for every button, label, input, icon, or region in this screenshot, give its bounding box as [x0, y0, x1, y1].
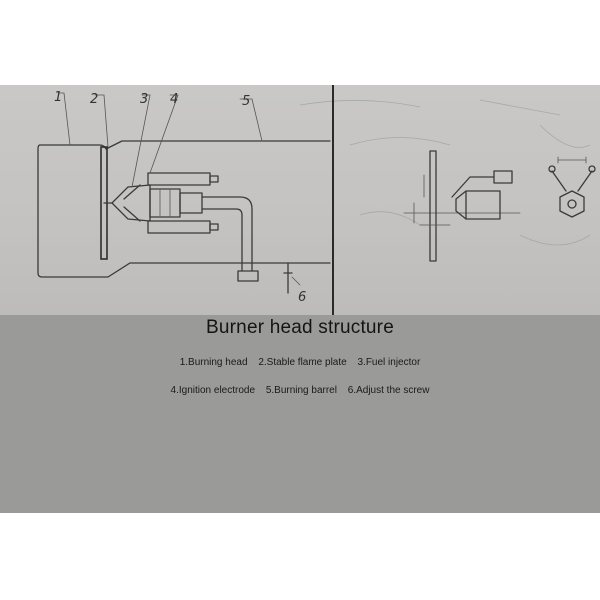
- callout-6: 6: [298, 290, 306, 305]
- legend-burning-head: 1.Burning head: [179, 357, 248, 368]
- technical-drawing: 1 2 3 4 5 6: [0, 85, 600, 315]
- callout-3: 3: [140, 92, 148, 107]
- legend-stable-flame-plate: 2.Stable flame plate: [258, 357, 347, 368]
- callout-leaders: [57, 92, 263, 188]
- callout-1: 1: [54, 90, 62, 105]
- legend-adjust-screw: 6.Adjust the screw: [347, 385, 430, 396]
- callout-4: 4: [170, 92, 178, 107]
- paper-bleed-through: [299, 99, 591, 246]
- detail-front-view: [548, 156, 596, 218]
- legend-row-2: 4.Ignition electrode 5.Burning barrel 6.…: [0, 385, 600, 396]
- callout-2: 2: [90, 92, 98, 107]
- legend-burning-barrel: 5.Burning barrel: [265, 385, 337, 396]
- diagram-title: Burner head structure: [206, 317, 394, 338]
- legend-row-1: 1.Burning head 2.Stable flame plate 3.Fu…: [0, 357, 600, 368]
- fuel-pipe: [201, 196, 259, 282]
- burner-drawing-svg: 1 2 3 4 5 6: [37, 85, 596, 315]
- detail-side-view: [403, 150, 521, 262]
- ignition-electrodes: [123, 172, 219, 234]
- legend-ignition-electrode: 4.Ignition electrode: [170, 385, 256, 396]
- callout-5: 5: [242, 94, 250, 109]
- diagram-sheet: 1 2 3 4 5 6: [0, 85, 600, 513]
- burning-head-outline: [37, 140, 331, 278]
- legend-fuel-injector: 3.Fuel injector: [357, 357, 421, 368]
- fuel-injector: [103, 184, 203, 222]
- adjust-screw: [283, 262, 301, 294]
